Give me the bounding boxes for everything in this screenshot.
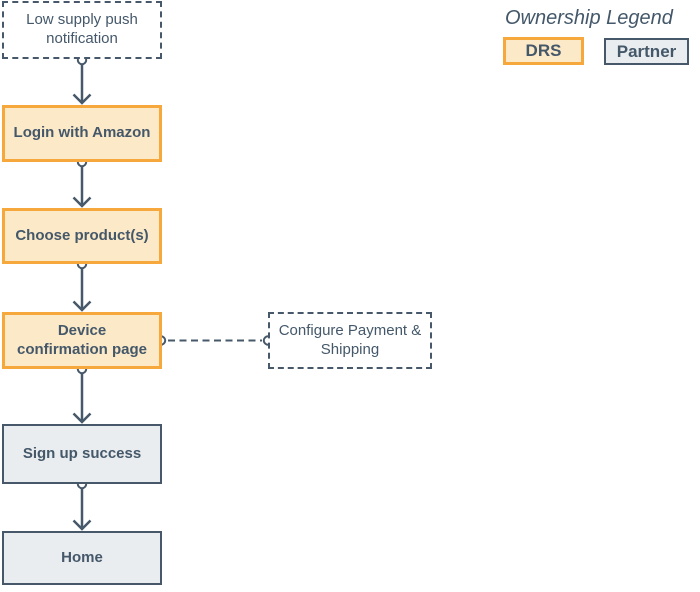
edge-login-to-choose <box>72 156 92 208</box>
legend-item-drs: DRS <box>503 37 584 65</box>
node-configure-payment-shipping: Configure Payment & Shipping <box>268 312 432 369</box>
legend-item-label: DRS <box>525 41 562 60</box>
legend-title: Ownership Legend <box>505 7 673 29</box>
node-label: Device confirmation page <box>16 321 147 358</box>
legend-item-partner: Partner <box>604 38 689 65</box>
node-label: Home <box>61 548 103 566</box>
node-label: Low supply push notification <box>26 11 138 47</box>
edge-device-to-signup <box>72 363 92 424</box>
node-login-with-amazon: Login with Amazon <box>2 105 162 162</box>
node-device-confirmation-page: Device confirmation page <box>2 312 162 369</box>
edge-signup-to-home <box>72 478 92 531</box>
legend-item-label: Partner <box>616 41 677 61</box>
node-label: Sign up success <box>22 444 142 462</box>
node-home: Home <box>2 531 162 585</box>
node-sign-up-success: Sign up success <box>2 424 162 484</box>
edge-device-to-configure <box>155 335 274 346</box>
node-label: Login with Amazon <box>13 124 151 142</box>
node-choose-products: Choose product(s) <box>2 208 162 264</box>
edge-choose-to-device <box>72 258 92 312</box>
edge-low-supply-to-login <box>72 54 92 105</box>
node-low-supply-push-notification: Low supply push notification <box>2 1 162 59</box>
node-label: Choose product(s) <box>15 226 149 244</box>
node-label: Configure Payment & Shipping <box>278 321 422 358</box>
